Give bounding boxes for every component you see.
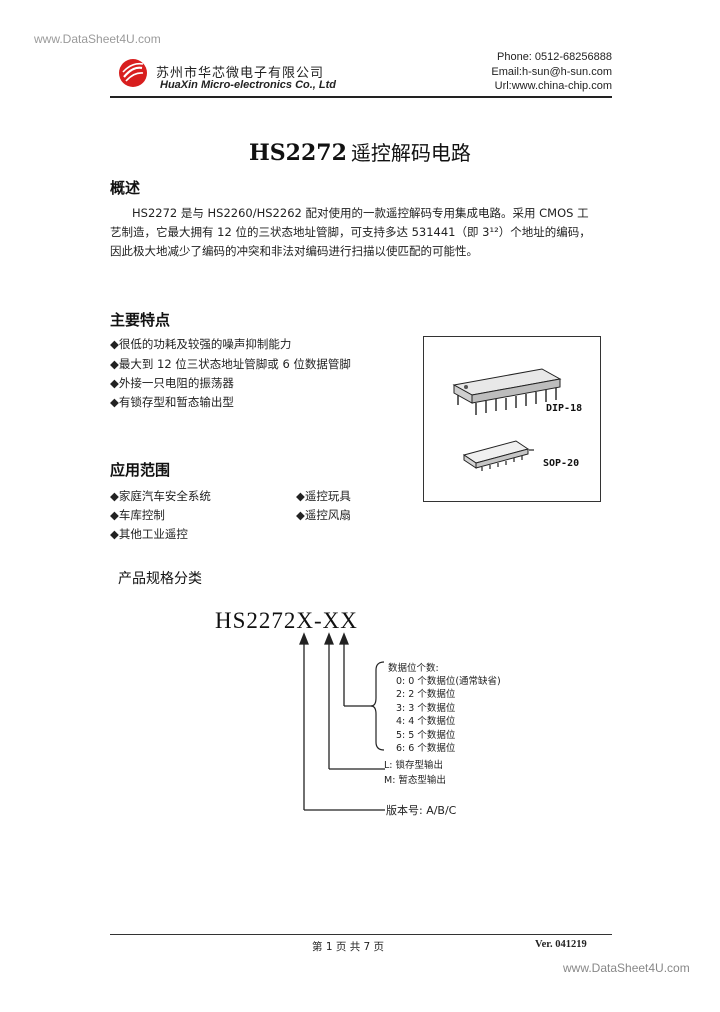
- title-desc: 遥控解码电路: [350, 141, 471, 165]
- watermark-bottom: www.DataSheet4U.com: [563, 961, 690, 975]
- overview-heading: 概述: [110, 179, 141, 197]
- package-figure: [423, 336, 601, 502]
- doc-version: Ver. 041219: [535, 939, 587, 950]
- sop-label: SOP-20: [543, 458, 580, 469]
- data-option: 5: 5 个数据位: [396, 730, 456, 741]
- overview-line-2: 艺制造，它最大拥有 12 位的三状态地址管脚，可支持多达 531441（即 3¹…: [110, 225, 591, 239]
- model-code: HS2272X-XX: [215, 608, 358, 633]
- feature-item: ◆有锁存型和暂态输出型: [110, 395, 234, 409]
- header-divider: [110, 96, 612, 98]
- model-breakdown-lines: [299, 632, 385, 811]
- footer-divider: [110, 934, 612, 935]
- data-options-brace: [370, 661, 385, 751]
- feature-item: ◆外接一只电阻的振荡器: [110, 376, 234, 390]
- contact-url: Url:www.china-chip.com: [494, 80, 612, 92]
- applications-heading: 应用范围: [110, 461, 171, 479]
- company-logo: [118, 58, 148, 88]
- title-part: HS2272: [249, 140, 347, 166]
- application-item: ◆车库控制: [110, 508, 165, 522]
- version-label: 版本号: A/B/C: [386, 804, 457, 817]
- application-item: ◆其他工业遥控: [110, 527, 188, 541]
- data-option: 2: 2 个数据位: [396, 689, 456, 700]
- company-name-en: HuaXin Micro-electronics Co., Ltd: [160, 79, 337, 91]
- data-option: 0: 0 个数据位(通常缺省): [396, 676, 501, 687]
- output-momentary: M: 暂态型输出: [384, 775, 446, 786]
- features-heading: 主要特点: [110, 311, 171, 329]
- company-name-cn: 苏州市华芯微电子有限公司: [156, 66, 325, 81]
- application-item: ◆家庭汽车安全系统: [110, 489, 211, 503]
- data-option: 3: 3 个数据位: [396, 703, 456, 714]
- application-item: ◆遥控风扇: [296, 508, 351, 522]
- feature-item: ◆最大到 12 位三状态地址管脚或 6 位数据管脚: [110, 357, 351, 371]
- classification-heading: 产品规格分类: [118, 571, 202, 587]
- contact-email: Email:h-sun@h-sun.com: [491, 66, 612, 78]
- package-illustration: [452, 368, 562, 471]
- overview-line-1: HS2272 是与 HS2260/HS2262 配对使用的一款遥控解码专用集成电…: [132, 206, 589, 220]
- data-bits-title: 数据位个数:: [388, 663, 439, 674]
- data-option: 6: 6 个数据位: [396, 743, 456, 754]
- data-option: 4: 4 个数据位: [396, 716, 456, 727]
- feature-item: ◆很低的功耗及较强的噪声抑制能力: [110, 337, 292, 351]
- overview-line-3: 因此极大地减少了编码的冲突和非法对编码进行扫描以使匹配的可能性。: [110, 244, 478, 258]
- output-latch: L: 锁存型输出: [384, 760, 444, 771]
- application-item: ◆遥控玩具: [296, 489, 351, 503]
- page-number: 第 1 页 共 7 页: [312, 941, 385, 953]
- contact-phone: Phone: 0512-68256888: [497, 51, 612, 63]
- dip-label: DIP-18: [546, 403, 583, 414]
- watermark-top: www.DataSheet4U.com: [34, 32, 161, 46]
